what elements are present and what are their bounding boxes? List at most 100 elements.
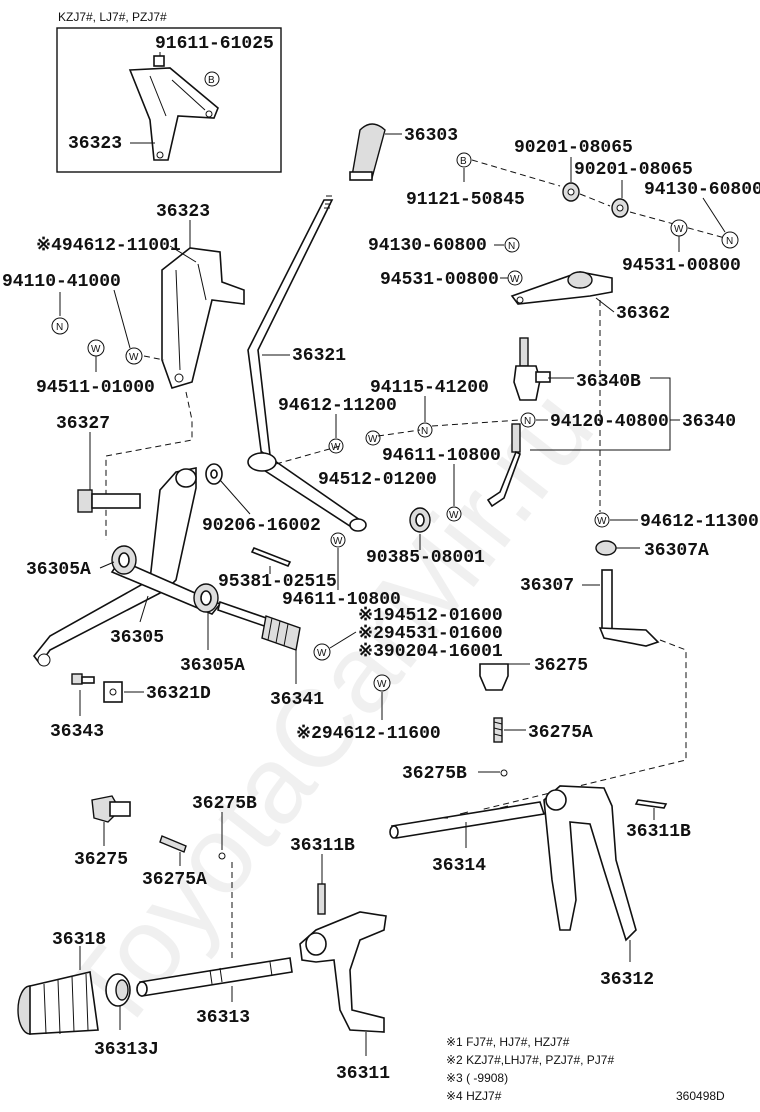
svg-text:W: W <box>597 516 607 527</box>
label-94611-10800-b: 94611-10800 <box>282 590 401 610</box>
note-3: ※3 ( -9908) <box>446 1071 508 1085</box>
w-badge-icon-10: W <box>313 643 331 661</box>
svg-text:B: B <box>460 156 467 167</box>
w-badge-icon-3: W <box>328 438 344 454</box>
label-94612-11300: 94612-11300 <box>640 512 759 532</box>
label-90204-16001: ※390204-16001 <box>358 642 503 662</box>
inset-variant: KZJ7#, LJ7#, PZJ7# <box>58 10 167 24</box>
label-94130-60800-a: 94130-60800 <box>644 180 760 200</box>
label-36313: 36313 <box>196 1008 250 1028</box>
note-1: ※1 FJ7#, HJ7#, HZJ7# <box>446 1035 570 1049</box>
label-36311: 36311 <box>336 1064 390 1084</box>
b-badge-icon: B <box>204 71 220 87</box>
label-94612-11600: ※294612-11600 <box>296 724 441 744</box>
label-36311B-mid: 36311B <box>290 836 355 856</box>
label-94531-01600: ※294531-01600 <box>358 624 503 644</box>
w-badge-icon-4: W <box>365 430 381 446</box>
diagram-id: 360498D <box>676 1089 725 1103</box>
svg-text:N: N <box>524 416 531 427</box>
rod-end-icon <box>513 337 551 401</box>
label-90206-16002: 90206-16002 <box>202 516 321 536</box>
pin-icon-3 <box>317 883 326 915</box>
n-badge-icon-3: N <box>417 422 433 438</box>
label-90201-08065-a: 90201-08065 <box>514 138 633 158</box>
label-36318: 36318 <box>52 930 106 950</box>
label-36275A-right: 36275A <box>528 723 593 743</box>
block-icon <box>103 681 123 703</box>
note-4: ※4 HZJ7# <box>446 1089 502 1103</box>
svg-text:W: W <box>333 536 343 547</box>
label-94130-60800-b: 94130-60800 <box>368 236 487 256</box>
w-badge-icon-8: W <box>125 347 143 365</box>
svg-text:W: W <box>674 224 684 235</box>
label-36303: 36303 <box>404 126 458 146</box>
label-94531-00800-b: 94531-00800 <box>622 256 741 276</box>
boot-icon <box>17 971 99 1035</box>
label-94110-41000: 94110-41000 <box>2 272 121 292</box>
label-36305: 36305 <box>110 628 164 648</box>
shift-shaft-upper-icon <box>389 801 546 839</box>
pivot-bolt-icon <box>77 489 141 513</box>
label-36327: 36327 <box>56 414 110 434</box>
n-badge-icon-1: N <box>721 231 739 249</box>
svg-text:N: N <box>726 236 733 247</box>
label-94611-10800-a: 94611-10800 <box>382 446 501 466</box>
label-36275-left: 36275 <box>74 850 128 870</box>
label-94512-01600: ※194512-01600 <box>358 606 503 626</box>
label-36340B: 36340B <box>576 372 641 392</box>
w-badge-icon-9: W <box>330 532 346 548</box>
label-36323-inset: 36323 <box>68 134 122 154</box>
label-36275B-left: 36275B <box>192 794 257 814</box>
n-badge-icon-2: N <box>504 237 520 253</box>
svg-text:W: W <box>449 510 459 521</box>
label-91121-50845: 91121-50845 <box>406 190 525 210</box>
label-94612-11001: ※494612-11001 <box>36 236 181 256</box>
seal-icon <box>105 973 131 1007</box>
washer-icon-3 <box>205 463 223 485</box>
bracket-icon-2 <box>161 247 245 389</box>
label-91611-61025: 91611-61025 <box>155 34 274 54</box>
shift-knob-icon <box>349 123 386 181</box>
rod-icon <box>486 423 521 508</box>
main-lever-icon <box>32 467 222 667</box>
label-94531-00800-a: 94531-00800 <box>380 270 499 290</box>
svg-text:W: W <box>317 648 327 659</box>
n-badge-icon-5: N <box>51 317 69 335</box>
pin-icon <box>250 546 292 568</box>
label-36305A-left: 36305A <box>26 560 91 580</box>
nut-icon <box>595 540 617 556</box>
label-94120-40800: 94120-40800 <box>550 412 669 432</box>
w-badge-icon-5: W <box>446 506 462 522</box>
pin-icon-2 <box>634 799 668 809</box>
label-36341: 36341 <box>270 690 324 710</box>
inset-box: KZJ7#, LJ7#, PZJ7# 91611-61025 B 36323 <box>56 10 282 173</box>
label-36307: 36307 <box>520 576 574 596</box>
plug-icon-2 <box>91 795 131 823</box>
label-94115-41200: 94115-41200 <box>370 378 489 398</box>
shift-fork-right-icon <box>543 785 637 942</box>
svg-text:B: B <box>208 75 215 86</box>
spring-icon-2 <box>159 835 187 853</box>
label-94612-11200: 94612-11200 <box>278 396 397 416</box>
svg-text:N: N <box>56 322 63 333</box>
spring-icon <box>493 717 503 743</box>
label-36313J: 36313J <box>94 1040 159 1060</box>
shift-lever-icon <box>247 195 367 532</box>
bracket-icon <box>128 67 219 161</box>
washer-icon-2 <box>611 198 629 218</box>
label-36343: 36343 <box>50 722 104 742</box>
note-2: ※2 KZJ7#,LHJ7#, PZJ7#, PJ7# <box>446 1053 614 1067</box>
ball-icon <box>500 769 508 777</box>
label-95381-02515: 95381-02515 <box>218 572 337 592</box>
svg-text:W: W <box>368 434 378 445</box>
shift-arm-icon <box>598 569 660 647</box>
label-94512-01200: 94512-01200 <box>318 470 437 490</box>
label-36305A-bottom: 36305A <box>180 656 245 676</box>
b-badge-icon-2: B <box>456 152 472 168</box>
bushing-right-icon <box>193 583 219 613</box>
w-badge-icon-6: W <box>594 512 610 528</box>
label-36323: 36323 <box>156 202 210 222</box>
label-36275-right: 36275 <box>534 656 588 676</box>
w-badge-icon-7: W <box>87 339 105 357</box>
